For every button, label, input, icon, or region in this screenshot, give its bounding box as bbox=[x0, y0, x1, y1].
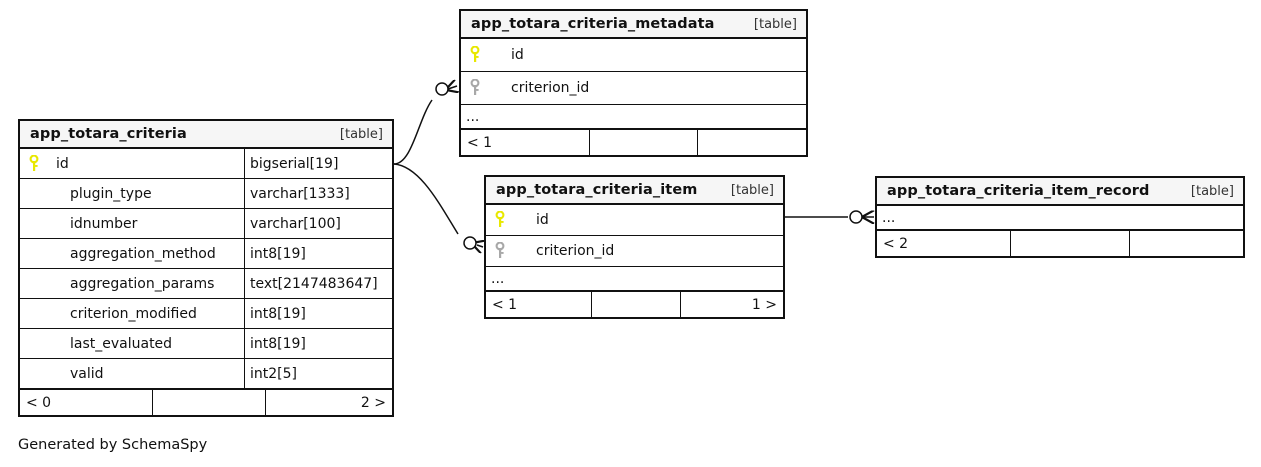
table-title-row[interactable]: app_totara_criteria_item_record [table] bbox=[877, 178, 1243, 206]
table-footer-row: < 1 bbox=[461, 129, 806, 155]
primary-key-icon bbox=[486, 211, 514, 229]
table-app-totara-criteria-item-record[interactable]: app_totara_criteria_item_record [table] … bbox=[875, 176, 1245, 258]
column-name: plugin_type bbox=[70, 185, 152, 202]
table-row[interactable]: aggregation_method int8[19] bbox=[20, 239, 392, 269]
column-type: text[2147483647] bbox=[244, 269, 392, 298]
table-row[interactable]: criterion_id bbox=[461, 72, 806, 105]
footer-middle bbox=[591, 292, 680, 317]
column-name: criterion_id bbox=[536, 243, 615, 259]
table-row[interactable]: criterion_id bbox=[486, 236, 783, 267]
column-type: varchar[1333] bbox=[244, 179, 392, 208]
table-row[interactable]: id bbox=[486, 205, 783, 236]
footer-outgoing-relations: 1 > bbox=[680, 292, 783, 317]
table-ellipsis-row: ... bbox=[877, 206, 1243, 230]
column-type: int8[19] bbox=[244, 299, 392, 328]
table-ellipsis-row: ... bbox=[461, 105, 806, 129]
table-type-tag: [table] bbox=[339, 126, 383, 142]
footer-incoming-relations: < 1 bbox=[492, 296, 518, 313]
ellipsis-label: ... bbox=[466, 108, 480, 125]
column-name: criterion_id bbox=[511, 80, 590, 96]
table-footer-row: < 1 1 > bbox=[486, 291, 783, 317]
table-row[interactable]: aggregation_params text[2147483647] bbox=[20, 269, 392, 299]
table-title-row[interactable]: app_totara_criteria_item [table] bbox=[486, 177, 783, 205]
footer-middle bbox=[589, 130, 697, 155]
table-title-row[interactable]: app_totara_criteria_metadata [table] bbox=[461, 11, 806, 39]
table-name: app_totara_criteria_metadata bbox=[471, 16, 715, 32]
table-footer-row: < 2 bbox=[877, 230, 1243, 256]
column-name: last_evaluated bbox=[70, 335, 173, 352]
column-type: varchar[100] bbox=[244, 209, 392, 238]
relationship-item-to-record bbox=[785, 210, 874, 224]
table-row[interactable]: valid int2[5] bbox=[20, 359, 392, 389]
ellipsis-label: ... bbox=[491, 270, 505, 287]
table-name: app_totara_criteria_item bbox=[496, 182, 698, 198]
column-type: int8[19] bbox=[244, 329, 392, 358]
table-row[interactable]: idnumber varchar[100] bbox=[20, 209, 392, 239]
table-app-totara-criteria-item[interactable]: app_totara_criteria_item [table] id bbox=[484, 175, 785, 319]
table-row[interactable]: plugin_type varchar[1333] bbox=[20, 179, 392, 209]
table-app-totara-criteria-metadata[interactable]: app_totara_criteria_metadata [table] id bbox=[459, 9, 808, 157]
column-name: valid bbox=[70, 365, 104, 382]
table-name: app_totara_criteria_item_record bbox=[887, 183, 1150, 199]
footer-middle bbox=[152, 390, 265, 415]
foreign-key-icon bbox=[486, 242, 514, 260]
primary-key-icon bbox=[461, 46, 489, 64]
ellipsis-label: ... bbox=[882, 209, 896, 226]
footer-outgoing-relations bbox=[1129, 231, 1243, 256]
primary-key-icon bbox=[20, 154, 48, 173]
column-type: int8[19] bbox=[244, 239, 392, 268]
footer-outgoing-relations: 2 > bbox=[265, 390, 392, 415]
foreign-key-icon bbox=[461, 79, 489, 97]
table-app-totara-criteria[interactable]: app_totara_criteria [table] id bigserial… bbox=[18, 119, 394, 417]
table-name: app_totara_criteria bbox=[30, 126, 187, 142]
column-name: idnumber bbox=[70, 215, 138, 232]
table-row[interactable]: last_evaluated int8[19] bbox=[20, 329, 392, 359]
column-name: aggregation_method bbox=[70, 245, 216, 262]
table-type-tag: [table] bbox=[730, 182, 774, 198]
footer-incoming-relations: < 1 bbox=[467, 134, 493, 151]
relationship-criteria-to-item bbox=[393, 163, 483, 249]
column-name: aggregation_params bbox=[70, 275, 215, 292]
column-name: id bbox=[536, 212, 549, 228]
footer-middle bbox=[1010, 231, 1129, 256]
table-footer-row: < 0 2 > bbox=[20, 389, 392, 415]
column-type: bigserial[19] bbox=[244, 149, 392, 178]
column-name: id bbox=[56, 155, 69, 172]
footer-outgoing-relations bbox=[697, 130, 806, 155]
footer-incoming-relations: < 2 bbox=[883, 235, 909, 252]
footer-incoming-relations: < 0 bbox=[26, 394, 52, 411]
relationship-criteria-to-metadata bbox=[393, 83, 457, 165]
column-name: criterion_modified bbox=[70, 305, 197, 322]
table-row[interactable]: id bbox=[461, 39, 806, 72]
table-type-tag: [table] bbox=[1190, 183, 1234, 199]
generated-by-caption: Generated by SchemaSpy bbox=[18, 437, 208, 453]
table-ellipsis-row: ... bbox=[486, 267, 783, 291]
table-row[interactable]: criterion_modified int8[19] bbox=[20, 299, 392, 329]
table-title-row[interactable]: app_totara_criteria [table] bbox=[20, 121, 392, 149]
table-type-tag: [table] bbox=[753, 16, 797, 32]
column-type: int2[5] bbox=[244, 359, 392, 388]
table-row[interactable]: id bigserial[19] bbox=[20, 149, 392, 179]
column-name: id bbox=[511, 47, 524, 63]
